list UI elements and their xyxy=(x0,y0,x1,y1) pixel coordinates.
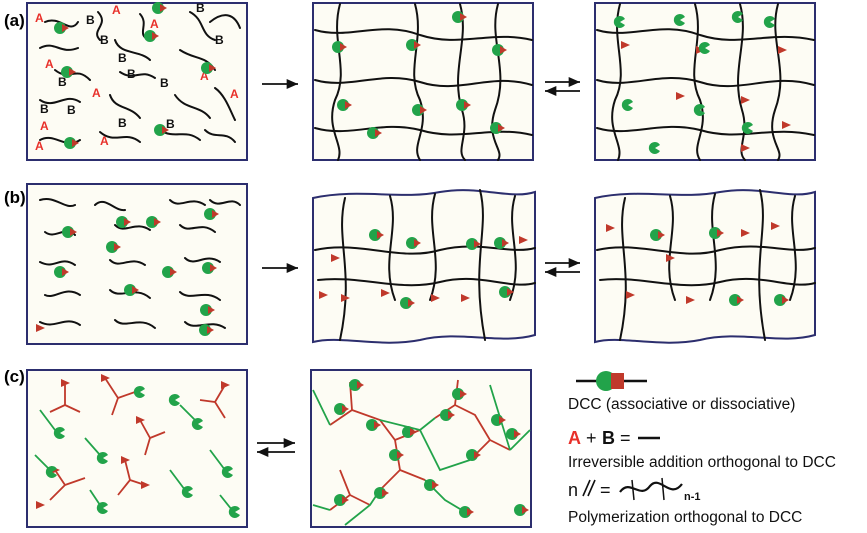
row-label-c: (c) xyxy=(4,367,25,386)
panel-b-monomers xyxy=(26,183,248,345)
legend-letter-B: B xyxy=(602,428,615,448)
legend-n: n xyxy=(568,480,578,500)
legend-dcc-symbol xyxy=(576,371,647,391)
letter-B: B xyxy=(118,116,127,130)
letter-A: A xyxy=(150,17,159,31)
equilibrium-arrows-a xyxy=(545,76,580,97)
letter-A: A xyxy=(45,57,54,71)
legend-polymerization-equation: n = n-1 xyxy=(568,477,701,503)
panel-c-monomers xyxy=(26,369,248,528)
letter-B: B xyxy=(86,13,95,27)
letter-B: B xyxy=(215,33,224,47)
letter-A: A xyxy=(112,3,121,17)
legend-equals: = xyxy=(620,428,631,448)
legend-n-minus-1: n-1 xyxy=(684,491,701,503)
panel-a-monomers: A A A A A A A A A A B B B B B B B B B B … xyxy=(26,1,248,161)
panel-a-letters-A: A A A A A A A A A A xyxy=(35,3,239,153)
letter-B: B xyxy=(166,117,175,131)
panel-b-dissociated xyxy=(594,189,816,344)
letter-B: B xyxy=(196,1,205,15)
letter-B: B xyxy=(127,67,136,81)
legend-plus: + xyxy=(586,428,597,448)
letter-A: A xyxy=(230,87,239,101)
equilibrium-arrows-b xyxy=(545,257,580,278)
panel-c-network xyxy=(310,369,532,528)
legend-dcc-text: DCC (associative or dissociative) xyxy=(568,396,795,413)
legend-polymerization-text: Polymerization orthogonal to DCC xyxy=(568,509,802,526)
letter-B: B xyxy=(40,102,49,116)
letter-A: A xyxy=(200,69,209,83)
panel-a-dissociated xyxy=(594,2,816,161)
row-label-b: (b) xyxy=(4,188,26,207)
panel-a-letters-B: B B B B B B B B B B B B xyxy=(40,1,224,131)
letter-B: B xyxy=(118,51,127,65)
letter-B: B xyxy=(160,76,169,90)
letter-A: A xyxy=(100,134,109,148)
legend: DCC (associative or dissociative) A + B … xyxy=(568,371,836,526)
letter-A: A xyxy=(35,139,44,153)
legend-irreversible-text: Irreversible addition orthogonal to DCC xyxy=(568,454,836,471)
legend-equals-2: = xyxy=(600,480,611,500)
panel-b-network xyxy=(312,189,536,344)
panel-a-network xyxy=(312,2,534,161)
legend-letter-A: A xyxy=(568,428,581,448)
legend-ab-equation: A + B = xyxy=(568,428,660,448)
row-label-a: (a) xyxy=(4,11,25,30)
letter-A: A xyxy=(35,11,44,25)
letter-A: A xyxy=(40,119,49,133)
equilibrium-arrows-c xyxy=(257,437,295,458)
letter-B: B xyxy=(100,33,109,47)
letter-B: B xyxy=(58,75,67,89)
letter-B: B xyxy=(67,103,76,117)
letter-A: A xyxy=(92,86,101,100)
